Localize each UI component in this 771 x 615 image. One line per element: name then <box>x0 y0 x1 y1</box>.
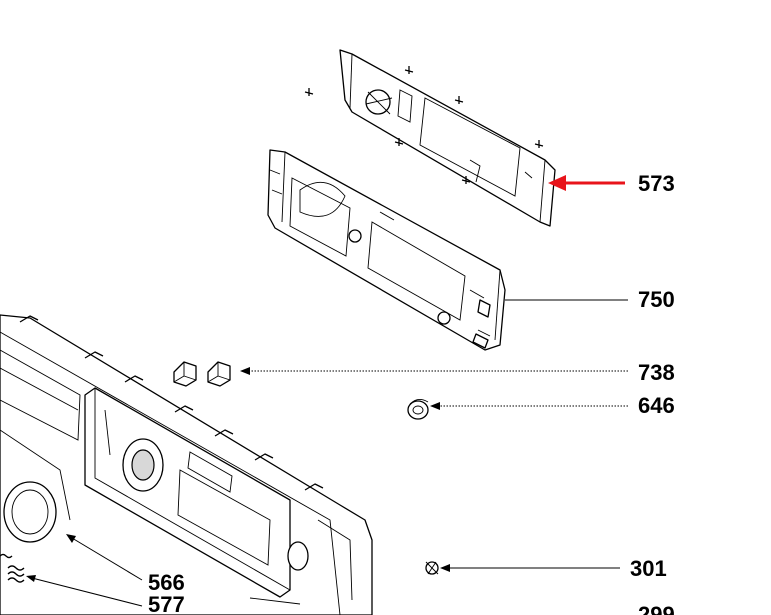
callout-646: 646 <box>638 393 675 418</box>
callout-573: 573 <box>638 171 675 196</box>
part-738-buttons <box>173 361 231 387</box>
part-301-pin <box>425 561 439 575</box>
leader-lines <box>26 175 628 607</box>
part-573-bracket <box>304 49 556 227</box>
callout-566: 566 <box>148 570 185 595</box>
leader-573-arrowhead <box>548 175 566 191</box>
part-646-knob <box>407 399 429 420</box>
callout-299: 299 <box>638 602 675 615</box>
part-750-control-board <box>267 149 506 351</box>
callout-301: 301 <box>630 556 667 581</box>
callout-577: 577 <box>148 592 185 615</box>
callout-750: 750 <box>638 287 675 312</box>
callout-738: 738 <box>638 360 675 385</box>
control-panel-housing <box>0 314 373 615</box>
